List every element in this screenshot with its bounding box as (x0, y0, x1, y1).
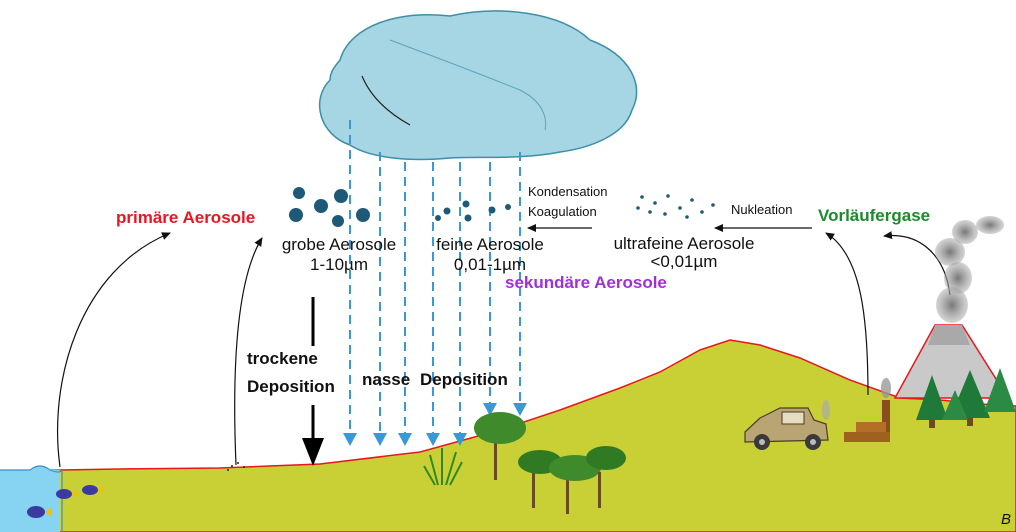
label-coagulation: Koagulation (528, 204, 597, 219)
corner-mark: B (1001, 511, 1012, 528)
deciduous-trees (474, 412, 626, 514)
car-icon (744, 400, 830, 450)
label-primary-aerosols: primäre Aerosole (116, 208, 256, 227)
label-secondary-aerosols: sekundäre Aerosole (505, 273, 667, 292)
conifer-trees (916, 368, 1016, 428)
cloud (319, 10, 638, 161)
factory-icon (844, 378, 891, 442)
grass-tuft (423, 448, 463, 486)
arrow-car-to-gases (825, 232, 869, 396)
label-wet-deposition-part1: nasse (362, 370, 411, 389)
arrow-sea-to-primary (57, 232, 171, 468)
label-ultrafine-size: <0,01µm (650, 252, 718, 271)
label-fine-aerosols: feine Aerosole (436, 235, 544, 254)
label-fine-size: 0,01-1µm (453, 255, 527, 274)
label-wet-deposition-part2: Deposition (420, 370, 508, 389)
rain-streaks (349, 120, 521, 435)
volcano-icon (893, 324, 1010, 399)
label-dry-deposition-line1: trockene (247, 349, 318, 368)
label-coarse-aerosols: grobe Aerosole (281, 235, 397, 254)
label-coarse-size: 1-10µm (310, 255, 368, 274)
fish-icon (27, 485, 104, 518)
label-nucleation: Nukleation (731, 202, 793, 217)
smoke-plume (935, 216, 1004, 323)
coarse-particles (289, 187, 370, 227)
water-body (0, 466, 60, 532)
arrow-land-to-coarse (234, 237, 263, 466)
dust-specks (227, 462, 245, 471)
fine-particles (435, 200, 511, 222)
ultrafine-particles (636, 194, 715, 219)
label-condensation: Kondensation (528, 184, 608, 199)
label-precursor-gases: Vorläufergase (818, 206, 931, 225)
label-ultrafine-aerosols: ultrafeine Aerosole (613, 234, 755, 253)
label-dry-deposition-line2: Deposition (247, 377, 335, 396)
dry-deposition-arrow (302, 297, 324, 466)
rain-arrowheads (343, 403, 527, 446)
